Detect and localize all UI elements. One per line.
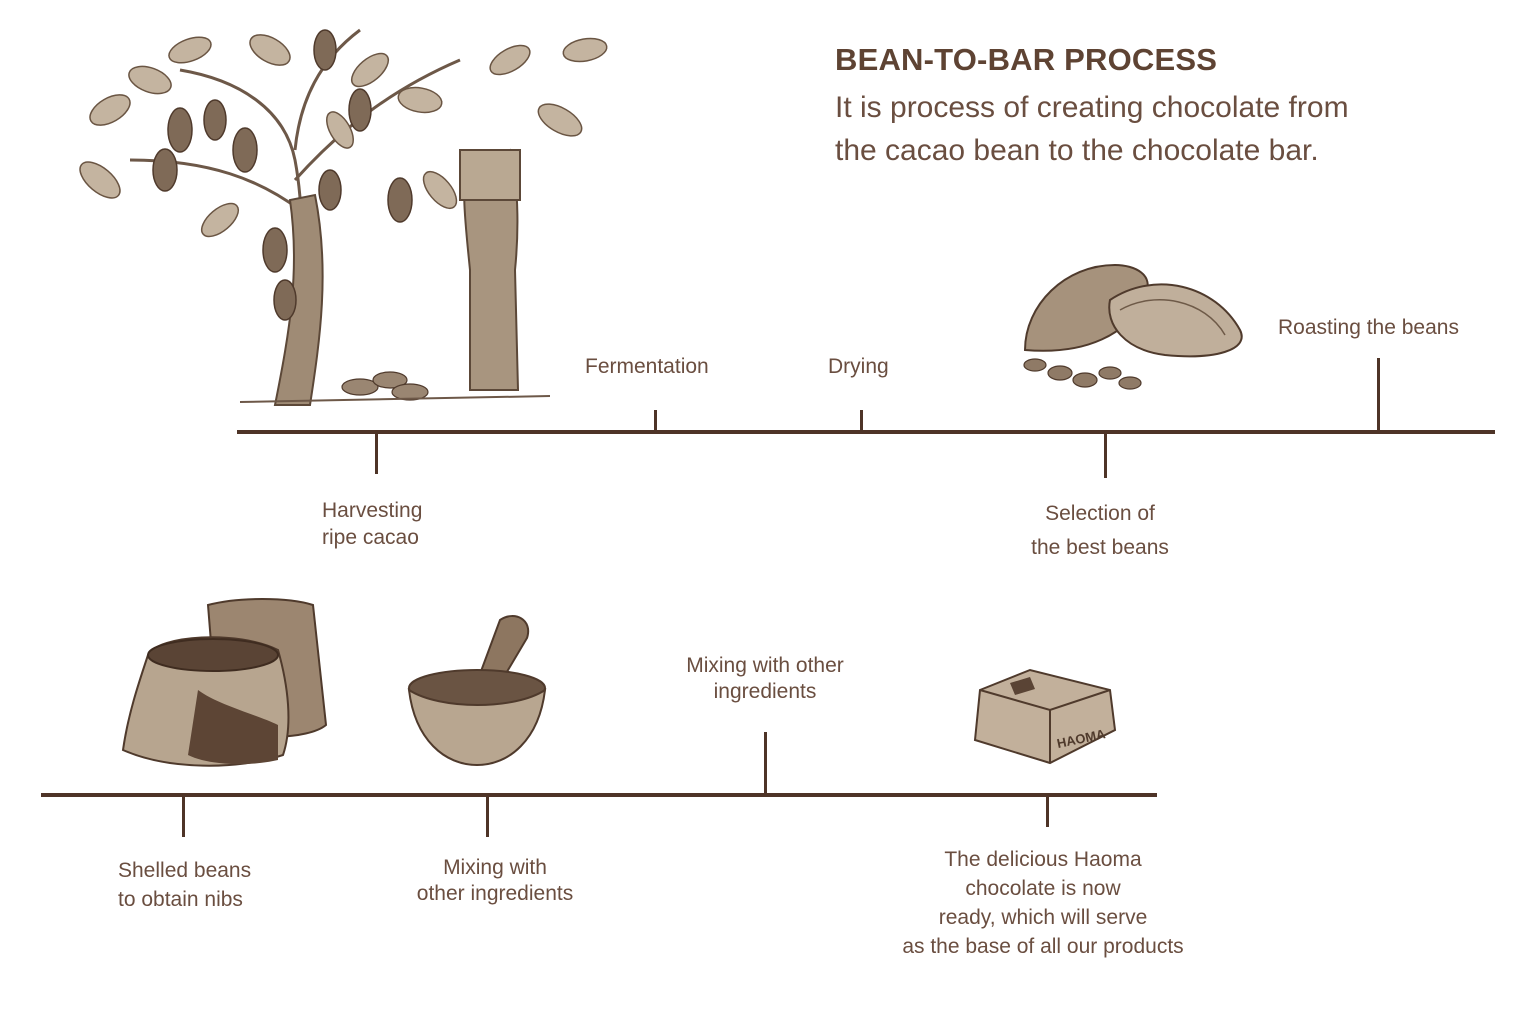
- page-subtitle: It is process of creating chocolate from…: [835, 91, 1349, 167]
- cacao-pods-illustration: [1023, 263, 1243, 390]
- page-title: BEAN-TO-BAR PROCESS: [835, 42, 1218, 77]
- timeline-bottom-tick: [486, 795, 489, 837]
- step-label: Mixing with other ingredients: [416, 856, 574, 905]
- timeline-top-tick: [654, 410, 657, 432]
- bean-sacks-illustration: [121, 598, 328, 767]
- step-label: Drying: [828, 355, 889, 378]
- step-label: Mixing with other ingredients: [686, 654, 844, 703]
- timeline-top-tick: [1377, 358, 1380, 432]
- step-label: Shelled beans to obtain nibs: [118, 859, 252, 911]
- timeline-bottom-tick: [1046, 795, 1049, 827]
- timeline-bottom-tick: [764, 732, 767, 795]
- timeline-top-tick: [1104, 432, 1107, 478]
- step-label: Harvesting ripe cacao: [322, 499, 423, 549]
- step-label: Selection of the best beans: [1031, 502, 1169, 559]
- timeline-bottom-tick: [182, 795, 185, 837]
- step-label: Fermentation: [585, 355, 709, 378]
- step-label: The delicious Haoma chocolate is now rea…: [902, 848, 1184, 958]
- timeline-top-tick: [375, 432, 378, 474]
- mortar-bowl-illustration: [407, 615, 547, 767]
- step-label: Roasting the beans: [1278, 316, 1459, 339]
- timeline-top-tick: [860, 410, 863, 432]
- cacao-tree-illustration: [79, 28, 608, 406]
- timeline-top-axis: [237, 430, 1495, 434]
- chocolate-bar-illustration: HAOMA: [973, 668, 1117, 765]
- timeline-bottom-axis: [41, 793, 1157, 797]
